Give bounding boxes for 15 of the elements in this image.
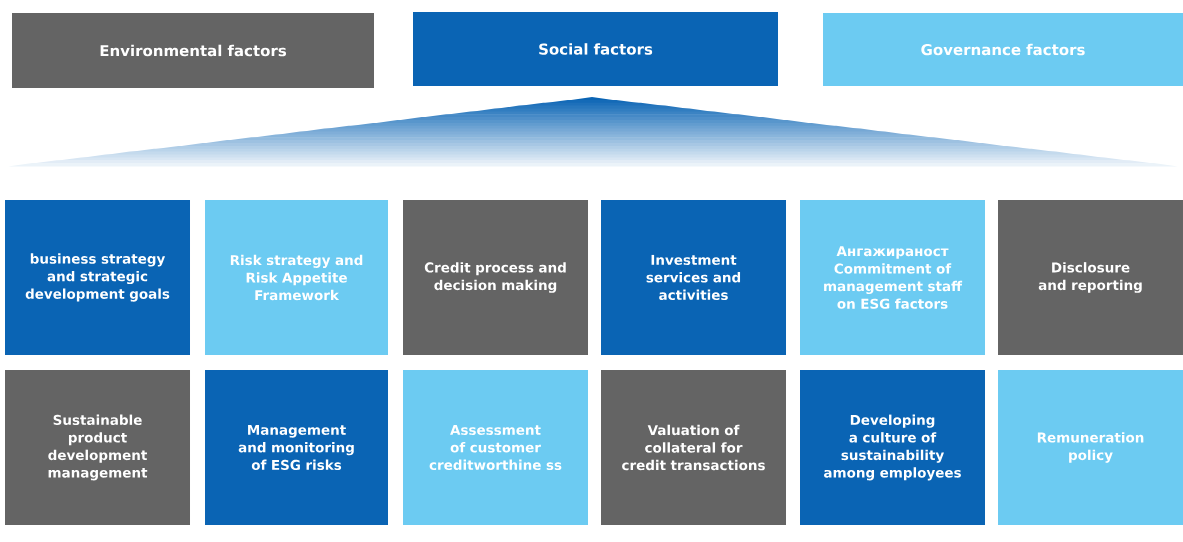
factor-box: business strategy and strategic development goals [5, 200, 190, 355]
factor-box: Disclosure and reporting [998, 200, 1183, 355]
factor-box: Credit process and decision making [403, 200, 588, 355]
factor-box: Social factors [413, 12, 778, 86]
factor-box: Management and monitoring of ESG risks [205, 370, 388, 525]
factor-box: Governance factors [823, 13, 1183, 86]
factor-box: Risk strategy and Risk Appetite Framework [205, 200, 388, 355]
factor-box: Environmental factors [12, 13, 374, 88]
factor-box: Developing a culture of sustainability among employees [800, 370, 985, 525]
factor-box: Ангажираност Commitment of management staff on ESG factors [800, 200, 985, 355]
factor-box: Investment services and activities [601, 200, 786, 355]
factor-box: Sustainable product development management [5, 370, 190, 525]
factor-box: Assessment of customer creditworthine ss [403, 370, 588, 525]
factor-box: Valuation of collateral for credit transactions [601, 370, 786, 525]
factor-box: Remuneration policy [998, 370, 1183, 525]
